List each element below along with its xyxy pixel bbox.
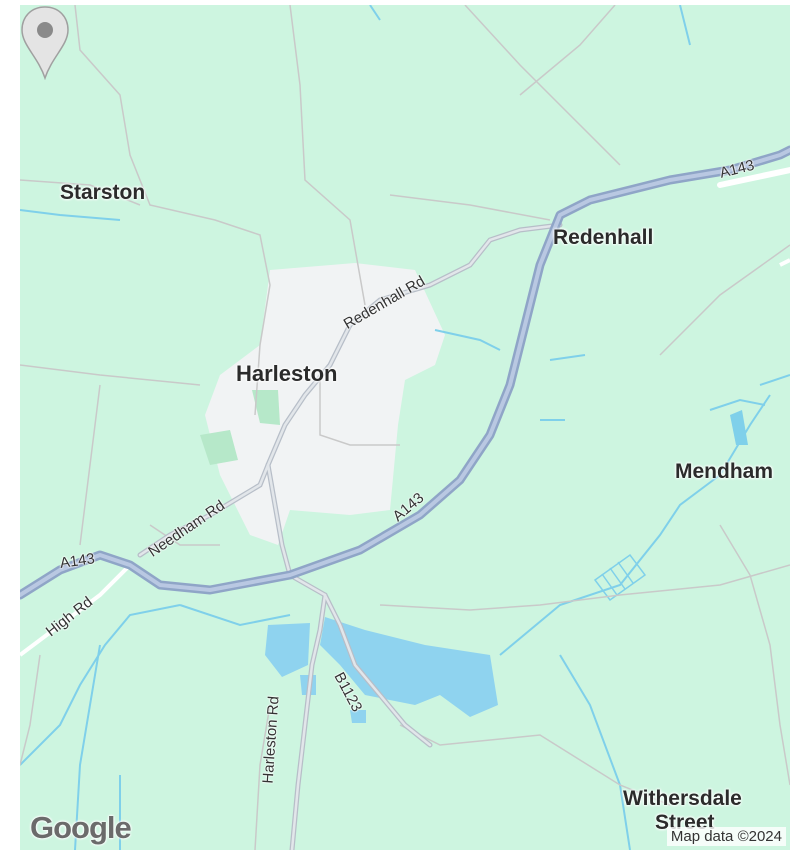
lake [265,623,310,677]
park-area [252,390,280,425]
lake [350,710,366,723]
place-label-redenhall: Redenhall [553,226,654,249]
map-attribution[interactable]: Map data ©2024 [666,827,786,846]
park-area [200,430,238,465]
place-label-harleston: Harleston [236,361,338,386]
lake [320,617,498,717]
map-view[interactable]: Starston Redenhall Harleston Mendham Wit… [20,5,790,850]
place-label-starston: Starston [60,181,146,204]
google-logo[interactable]: Google [30,810,132,845]
map-pin-icon[interactable] [20,5,70,80]
place-label-withersdale: Withersdale [623,787,742,810]
place-label-mendham: Mendham [675,460,774,483]
map-canvas [20,5,790,850]
